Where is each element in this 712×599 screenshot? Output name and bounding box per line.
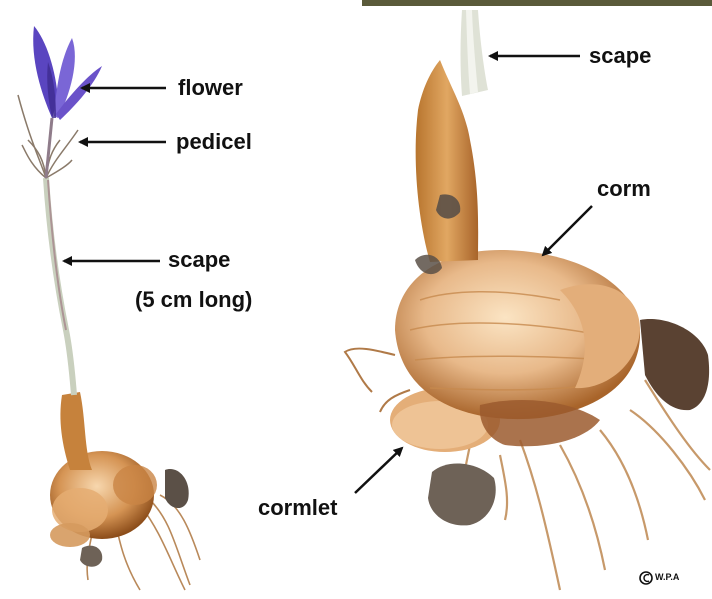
corm-arrow <box>543 206 592 255</box>
right-root-mass <box>640 319 709 410</box>
label-pedicel: pedicel <box>176 131 252 153</box>
right-soil-clump <box>428 463 496 525</box>
label-flower: flower <box>178 77 243 99</box>
left-soil-clump-small <box>80 546 102 567</box>
left-flower <box>33 26 102 120</box>
label-corm: corm <box>597 178 651 200</box>
label-scape-right: scape <box>589 45 651 67</box>
label-cormlet: cormlet <box>258 497 337 519</box>
left-soil-clump <box>165 469 189 508</box>
cormlet-arrow <box>355 448 402 493</box>
copyright-icon <box>640 572 652 584</box>
copyright-text: W.P.A <box>655 572 679 582</box>
label-scape-left: scape <box>168 249 230 271</box>
photo-edge-strip <box>362 0 712 6</box>
label-scape-length: (5 cm long) <box>135 289 252 311</box>
left-corm-neck <box>60 392 92 470</box>
right-plant <box>345 10 710 590</box>
